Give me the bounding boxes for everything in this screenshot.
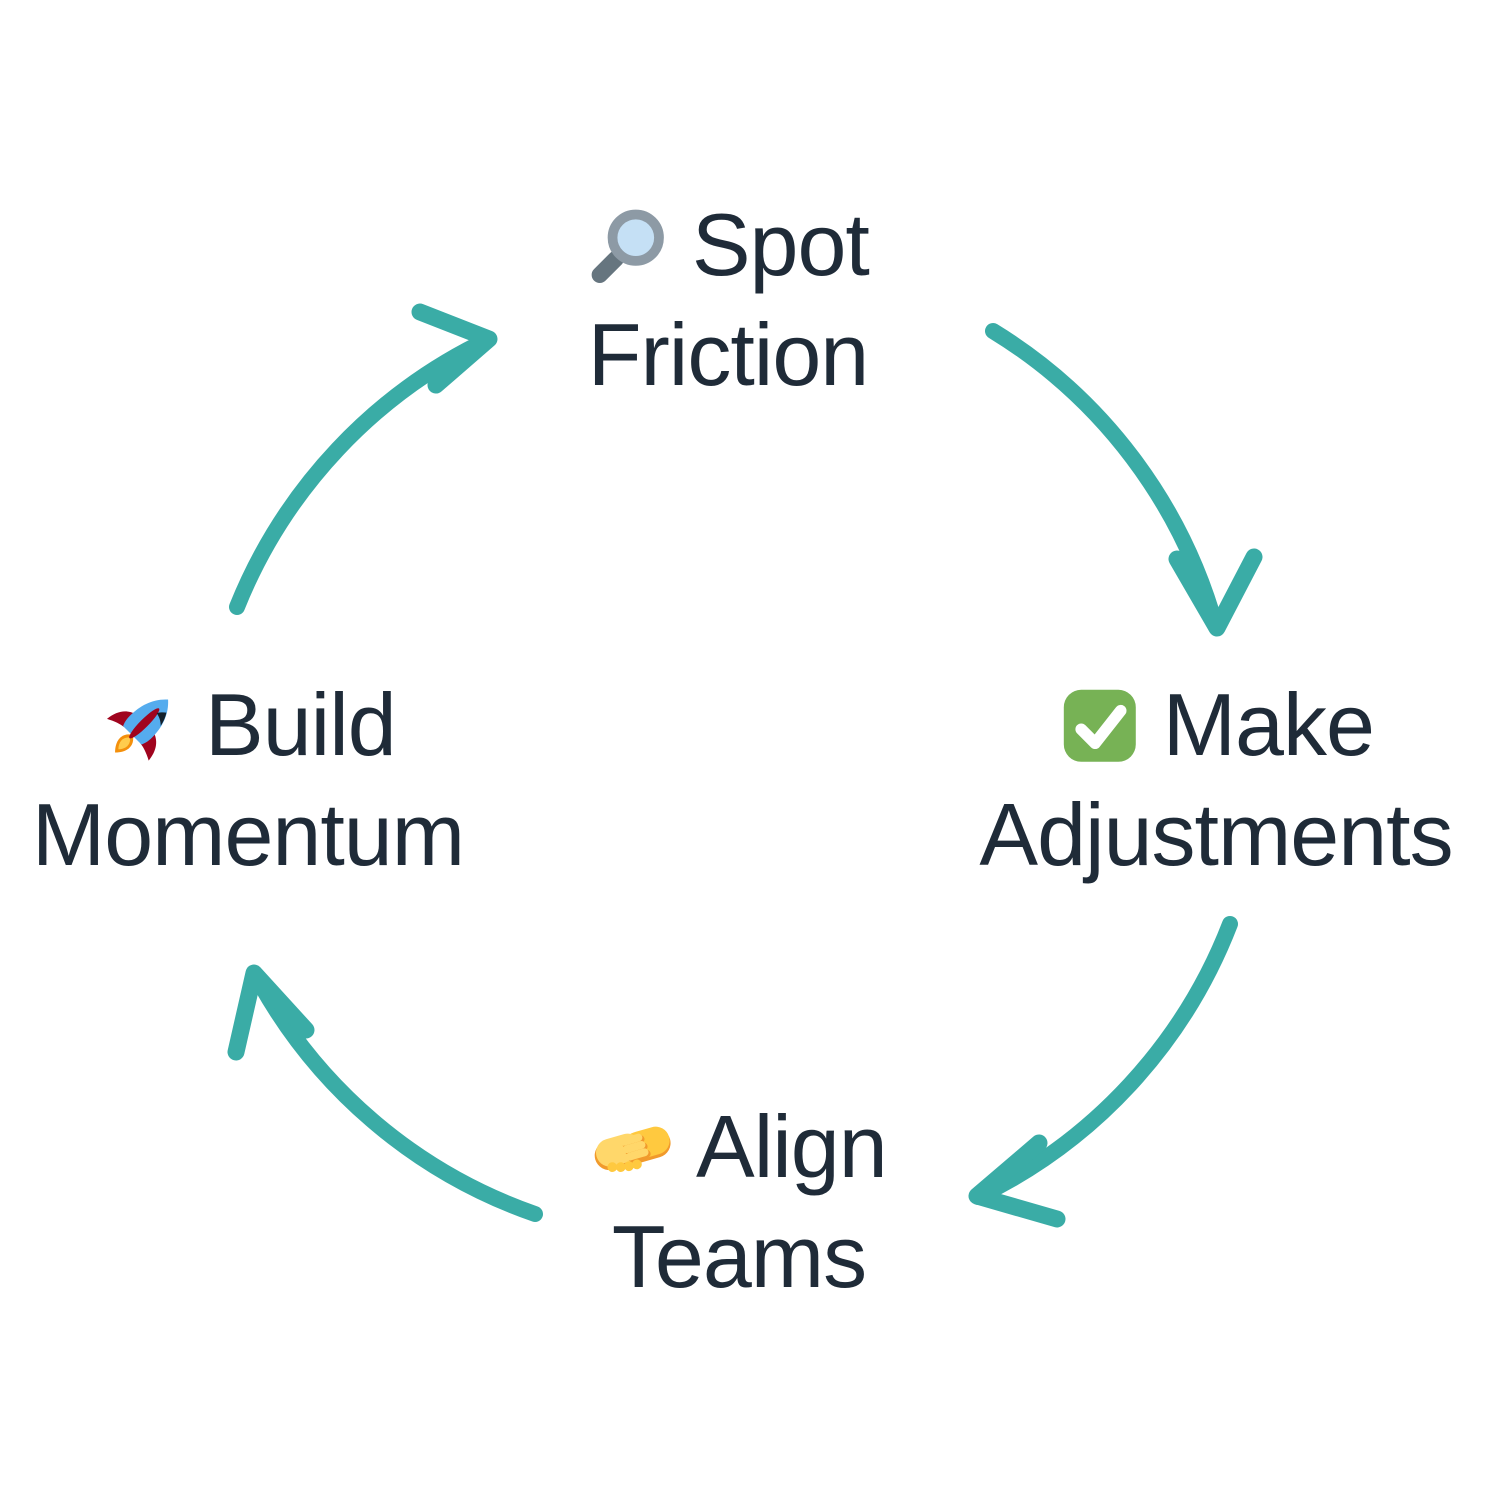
arrow-build-momentum-to-spot-friction [229, 303, 498, 615]
node-spot-friction: Spot Friction [518, 190, 938, 410]
node-align-teams: Align Teams [529, 1092, 949, 1312]
rocket-icon [107, 699, 169, 761]
node-label: Make Adjustments [979, 675, 1453, 884]
node-make-adjustments: Make Adjustments [936, 670, 1496, 890]
node-build-momentum: Build Momentum [0, 670, 508, 890]
node-label: Spot Friction [587, 195, 870, 404]
arrow-align-teams-to-build-momentum [227, 964, 543, 1222]
magnifying-glass-icon [591, 209, 664, 283]
node-label: Align Teams [611, 1097, 888, 1306]
arrow-spot-friction-to-make-adjustments [985, 323, 1263, 637]
arrow-make-adjustments-to-align-teams [968, 916, 1238, 1228]
handshake-icon [594, 1126, 671, 1172]
check-mark-icon [1063, 689, 1136, 762]
node-label: Build Momentum [31, 675, 465, 884]
